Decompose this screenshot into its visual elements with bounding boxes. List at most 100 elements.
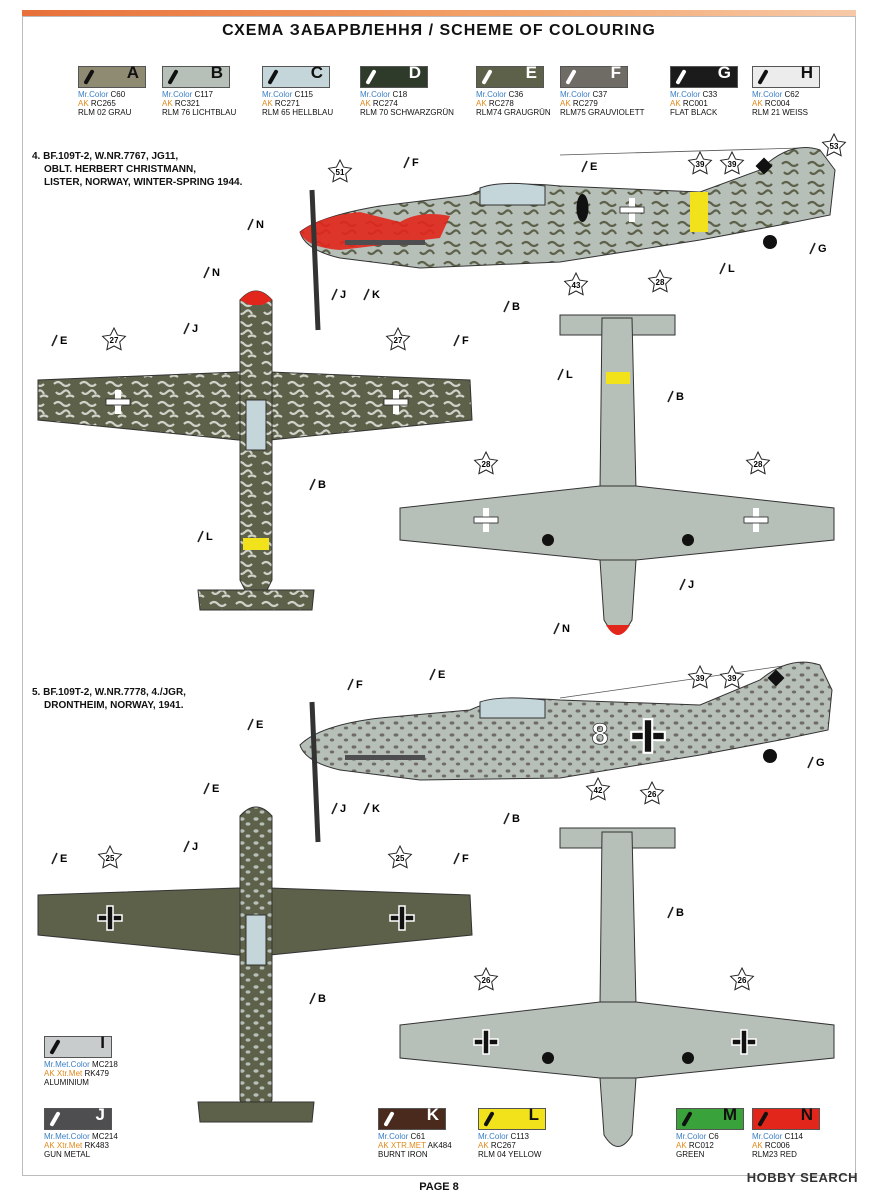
swatch-name: GREEN	[676, 1150, 705, 1159]
swatch-name: FLAT BLACK	[670, 108, 718, 117]
swatch-chip: I	[44, 1033, 112, 1058]
callout-j: J	[679, 578, 694, 591]
swatch-chip: C	[262, 64, 330, 88]
plane-5-code-number: 8	[592, 718, 609, 751]
swatch-mr-line: Mr.Met.Color MC218	[44, 1060, 118, 1069]
callout-b: B	[667, 390, 684, 403]
swatch-letter: I	[100, 1033, 105, 1052]
decal-star-28: 28	[647, 268, 673, 293]
svg-text:G: G	[818, 243, 827, 255]
swatch-letter: G	[717, 63, 731, 82]
callout-j: J	[331, 288, 346, 301]
swatch-letter: K	[426, 1105, 439, 1124]
swatch-chip: D	[360, 63, 428, 88]
callout-k: K	[363, 288, 380, 301]
page-number: PAGE 8	[419, 1181, 459, 1193]
swatch-c: C Mr.Color C115 AK RC271 RLM 65 HELLBLAU	[262, 64, 333, 117]
swatch-mr-line: Mr.Color C18	[360, 90, 408, 99]
page-title: СХЕМА ЗАБАРВЛЕННЯ / SCHEME OF COLOURING	[222, 22, 656, 39]
callout-b: B	[309, 992, 326, 1005]
swatch-ak-line: AK RC271	[262, 99, 300, 108]
swatch-ak-line: AK RC274	[360, 99, 398, 108]
callout-e: E	[51, 852, 67, 865]
decal-star-28: 28	[745, 450, 771, 475]
svg-text:J: J	[192, 323, 198, 335]
callout-e: E	[581, 160, 597, 173]
decal-star-39: 39	[687, 664, 713, 689]
callout-g: G	[807, 756, 825, 769]
callout-j: J	[183, 322, 198, 335]
swatch-mr-line: Mr.Color C60	[78, 90, 126, 99]
swatch-l: L Mr.Color C113 AK RC267 RLM 04 YELLOW	[478, 1106, 546, 1159]
callout-j: J	[331, 802, 346, 815]
callout-f: F	[453, 334, 469, 347]
callout-e: E	[429, 668, 445, 681]
swatch-chip: N	[752, 1105, 820, 1130]
swatch-mr-line: Mr.Color C37	[560, 90, 608, 99]
svg-text:B: B	[512, 813, 520, 825]
callout-n: N	[247, 218, 264, 231]
svg-text:F: F	[356, 679, 363, 691]
swatch-chip: E	[476, 64, 544, 88]
decal-star-28: 28	[473, 450, 499, 475]
svg-text:E: E	[590, 161, 597, 173]
svg-text:B: B	[318, 479, 326, 491]
decal-star-27: 27	[385, 326, 411, 351]
decal-star-39: 39	[719, 150, 745, 175]
scheme-5-caption: 5. BF.109T-2, W.NR.7778, 4./JGR, DRONTHE…	[32, 687, 186, 711]
callout-b: B	[667, 906, 684, 919]
svg-text:28: 28	[656, 278, 665, 287]
svg-text:B: B	[318, 993, 326, 1005]
swatch-mr-line: Mr.Color C115	[262, 90, 313, 99]
svg-text:43: 43	[572, 281, 581, 290]
swatch-name: GUN METAL	[44, 1150, 91, 1159]
svg-text:42: 42	[594, 786, 603, 795]
swatch-ak-line: AK RC321	[162, 99, 200, 108]
swatch-mr-line: Mr.Color C6	[676, 1132, 719, 1141]
callout-e: E	[51, 334, 67, 347]
svg-text:53: 53	[830, 142, 839, 151]
swatch-f: F Mr.Color C37 AK RC279 RLM75 GRAUVIOLET…	[560, 64, 644, 117]
svg-text:N: N	[212, 267, 220, 279]
decal-star-25: 25	[97, 844, 123, 869]
svg-text:N: N	[256, 219, 264, 231]
swatch-chip: F	[560, 64, 628, 88]
swatch-g: G Mr.Color C33 AK RC001 FLAT BLACK	[670, 63, 738, 117]
decal-star-25: 25	[387, 844, 413, 869]
swatch-letter: N	[800, 1105, 813, 1124]
callout-b: B	[503, 812, 520, 825]
swatch-letter: D	[408, 63, 421, 82]
svg-text:L: L	[206, 531, 213, 543]
swatch-name: ALUMINIUM	[44, 1078, 89, 1087]
svg-text:N: N	[562, 623, 570, 635]
callout-k: K	[363, 802, 380, 815]
svg-text:E: E	[60, 335, 67, 347]
decal-star-53: 53	[821, 132, 847, 157]
decal-star-39: 39	[687, 150, 713, 175]
page-frame	[22, 16, 856, 1176]
swatch-chip: A	[78, 64, 146, 88]
swatch-mr-line: Mr.Color C33	[670, 90, 718, 99]
swatch-name: RLM23 RED	[752, 1150, 797, 1159]
watermark: HOBBY SEARCH	[746, 1170, 858, 1185]
swatch-k: K Mr.Color C61 AK XTR.MET AK484 BURNT IR…	[378, 1105, 452, 1159]
swatch-ak-line: AK RC006	[752, 1141, 790, 1150]
decal-star-39: 39	[719, 664, 745, 689]
svg-text:J: J	[340, 289, 346, 301]
swatch-letter: J	[95, 1105, 105, 1124]
swatch-chip: K	[378, 1105, 446, 1130]
svg-text:28: 28	[482, 460, 491, 469]
callout-n: N	[553, 622, 570, 635]
callout-b: B	[503, 300, 520, 313]
swatch-mr-line: Mr.Color C117	[162, 90, 213, 99]
swatch-letter: B	[210, 63, 223, 82]
swatch-mr-line: Mr.Color C61	[378, 1132, 426, 1141]
swatch-ak-line: AK RC004	[752, 99, 790, 108]
swatch-letter: H	[800, 63, 813, 82]
svg-text:F: F	[462, 853, 469, 865]
swatch-ak-line: AK RC001	[670, 99, 708, 108]
swatch-chip: J	[44, 1105, 112, 1130]
swatch-j: J Mr.Met.Color MC214 AK Xtr.Met RK483 GU…	[44, 1105, 118, 1159]
plane-4-top-view	[37, 290, 473, 611]
